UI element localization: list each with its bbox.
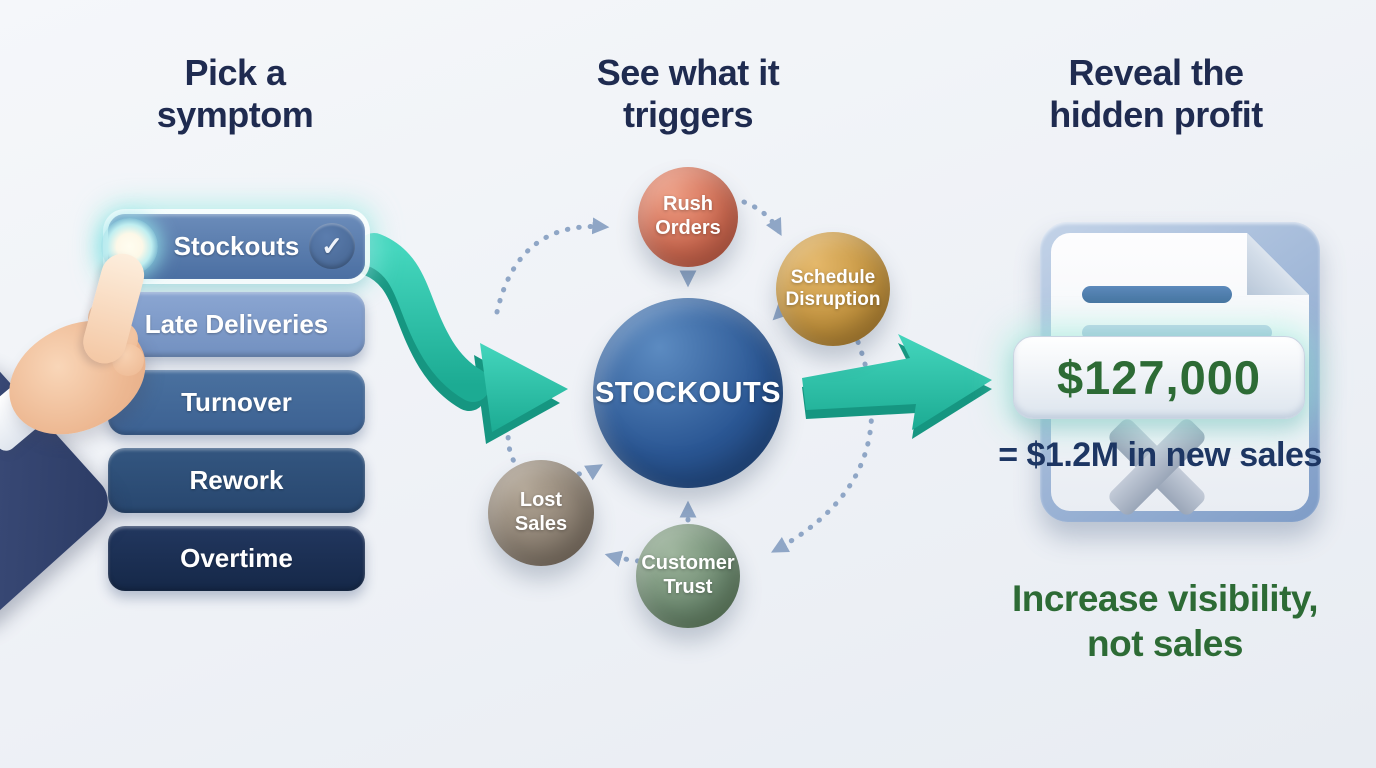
tagline-text: Increase visibility, not sales bbox=[1011, 578, 1319, 665]
left-column-title: Pick a symptom bbox=[156, 52, 314, 136]
touch-glow-indicator bbox=[101, 218, 158, 275]
symptom-button-turnover[interactable]: Turnover bbox=[108, 370, 365, 435]
sales-equivalent-text: = $1.2M in new sales bbox=[998, 436, 1322, 474]
symptom-button-label: Late Deliveries bbox=[144, 309, 329, 339]
folded-corner-icon bbox=[1247, 233, 1309, 295]
symptom-button-label: Stockouts bbox=[173, 231, 300, 261]
straight-arrow-icon bbox=[802, 334, 992, 439]
checkmark-icon: ✓ bbox=[309, 223, 355, 269]
symptom-button-stockouts[interactable]: Stockouts ✓ bbox=[101, 214, 365, 279]
hand-sleeve bbox=[0, 351, 119, 634]
document-text-line bbox=[1082, 286, 1232, 303]
trigger-node-rush-orders: Rush Orders bbox=[638, 167, 738, 267]
hidden-profit-amount: $127,000 bbox=[1013, 336, 1305, 419]
symptom-button-overtime[interactable]: Overtime bbox=[108, 526, 365, 591]
center-column-title: See what it triggers bbox=[596, 52, 780, 136]
symptom-button-list: Stockouts ✓ Late Deliveries Turnover Rew… bbox=[101, 214, 365, 604]
trigger-node-lost-sales: Lost Sales bbox=[488, 460, 594, 566]
hub-node-stockouts: STOCKOUTS bbox=[593, 298, 783, 488]
symptom-button-rework[interactable]: Rework bbox=[108, 448, 365, 513]
symptom-button-late-deliveries[interactable]: Late Deliveries bbox=[108, 292, 365, 357]
trigger-node-schedule-disruption: Schedule Disruption bbox=[776, 232, 890, 346]
symptom-button-label: Overtime bbox=[180, 543, 293, 573]
symptom-button-label: Turnover bbox=[181, 387, 292, 417]
hand-cuff bbox=[0, 333, 106, 455]
right-column-title: Reveal the hidden profit bbox=[1049, 52, 1263, 136]
symptom-button-label: Rework bbox=[189, 465, 284, 495]
curved-arrow-icon bbox=[353, 233, 568, 444]
trigger-node-customer-trust: Customer Trust bbox=[636, 524, 740, 628]
